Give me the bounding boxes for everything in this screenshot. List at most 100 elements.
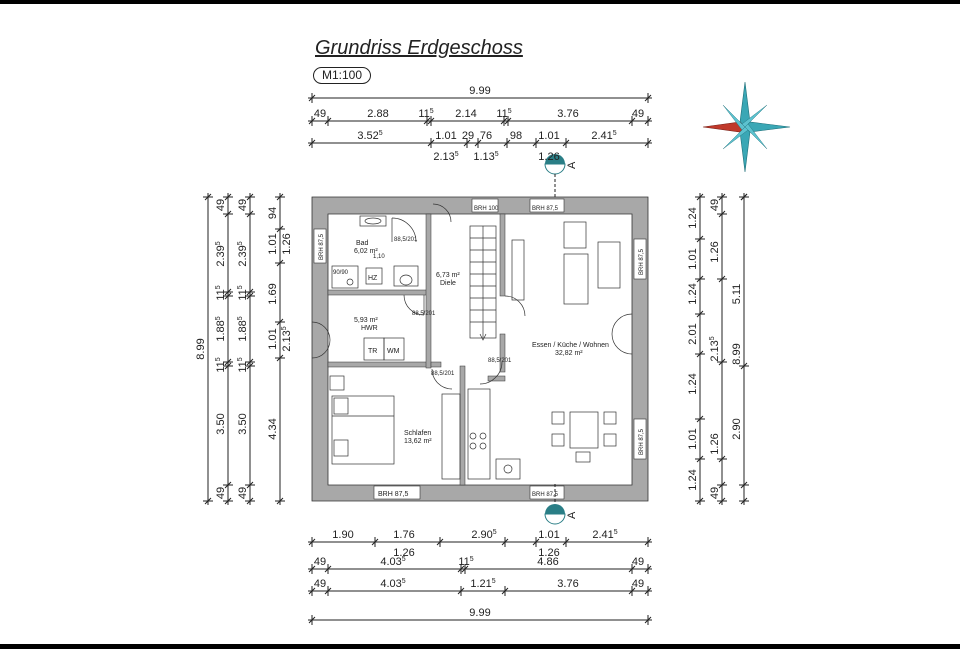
section-marker-bottom: A bbox=[544, 484, 578, 525]
dimension-label: 1.01 bbox=[267, 233, 279, 254]
dryer-label: TR bbox=[368, 348, 377, 355]
inner-walls bbox=[327, 213, 506, 486]
dimension-label: 115 bbox=[496, 108, 511, 120]
outer-wall bbox=[311, 196, 649, 502]
dimension-label: 94 bbox=[267, 207, 279, 219]
dimension-label: 29 bbox=[462, 130, 474, 142]
room-name-hwr: HWR bbox=[361, 325, 378, 332]
dimension-label: 4.34 bbox=[267, 418, 279, 439]
door-label: 88,5/201 bbox=[412, 311, 436, 317]
room-area-diele: 6,73 m² bbox=[436, 272, 460, 279]
dimension-label: 115 bbox=[215, 285, 227, 300]
dimension-label: 1.01 bbox=[538, 529, 559, 541]
section-marker-top: A bbox=[544, 154, 578, 197]
door-label: 88,5/201 bbox=[488, 358, 512, 364]
dimension-label: 2.135 bbox=[709, 336, 721, 361]
dimension-label: 1.01 bbox=[687, 248, 699, 269]
dimension-label: 3.50 bbox=[237, 413, 249, 434]
door-label: 88,5/201 bbox=[431, 371, 455, 377]
dimension-label: 1.90 bbox=[332, 529, 353, 541]
dimension-label: 2.415 bbox=[591, 130, 616, 142]
dimension-label: 49 bbox=[632, 556, 644, 568]
dimension-label: 49 bbox=[215, 487, 227, 499]
shower-label: 90/90 bbox=[333, 270, 349, 276]
dimension-label: 4.035 bbox=[380, 556, 405, 568]
room-area-hwr: 5,93 m² bbox=[354, 317, 378, 324]
room-labels: Bad 6,02 m² 6,73 m² Diele 5,93 m² HWR Es… bbox=[354, 240, 609, 445]
dimension-label: 49 bbox=[237, 199, 249, 211]
room-name-schlafen: Schlafen bbox=[404, 430, 431, 437]
dimension-label: 3.50 bbox=[215, 413, 227, 434]
dimension-label: 1.01 bbox=[435, 130, 456, 142]
dimension-label: 115 bbox=[418, 108, 433, 120]
staircase bbox=[469, 225, 497, 341]
window-label: BRH 87,5 bbox=[639, 248, 645, 275]
dimension-label: 3.76 bbox=[557, 578, 578, 590]
section-label: A bbox=[566, 511, 578, 519]
dimension-label: 1.26 bbox=[281, 233, 293, 254]
dimension-label: 115 bbox=[215, 357, 227, 372]
dimension-label: 1.26 bbox=[393, 547, 414, 559]
dimension-label: 4.86 bbox=[537, 556, 558, 568]
window-label: BRH 87,5 bbox=[532, 492, 559, 498]
dimension-label: 9.99 bbox=[469, 85, 490, 97]
dimension-label: 1.885 bbox=[215, 316, 227, 341]
floor-plan: N BRH 100 BRH 87,5 bbox=[195, 81, 791, 625]
page-title: Grundriss Erdgeschoss bbox=[315, 37, 523, 59]
fixture-labels: HZ TR WM 90/90 bbox=[333, 270, 400, 355]
dimension-label: 2.415 bbox=[592, 529, 617, 541]
dimension-label: 49 bbox=[709, 487, 721, 499]
dimension-label: 49 bbox=[314, 556, 326, 568]
window-label: BRH 100 bbox=[474, 206, 499, 212]
dimension-label: 1.76 bbox=[393, 529, 414, 541]
window-labels: BRH 100 BRH 87,5 BRH 87,5 BRH 87,5 BRH 8… bbox=[319, 206, 645, 498]
dimension-label: 1.26 bbox=[538, 547, 559, 559]
dimension-label: 1.24 bbox=[687, 469, 699, 490]
section-label: A bbox=[566, 161, 578, 169]
dimension-label: 1.01 bbox=[267, 328, 279, 349]
heater-label: HZ bbox=[368, 275, 378, 282]
dimension-label: 1.26 bbox=[709, 241, 721, 262]
dimension-label: 49 bbox=[632, 578, 644, 590]
room-area-bad: 6,02 m² bbox=[354, 248, 378, 255]
dimension-label: 9.99 bbox=[469, 607, 490, 619]
dimension-label: 49 bbox=[314, 578, 326, 590]
door-labels: 88,5/201 88,5/201 88,5/201 88,5/201 1,10 bbox=[373, 237, 512, 377]
washer-label: WM bbox=[387, 348, 400, 355]
dimension-label: 1.24 bbox=[687, 207, 699, 228]
dimension-label: 2.395 bbox=[215, 241, 227, 266]
dimension-label: 1.26 bbox=[709, 433, 721, 454]
room-name-essen: Essen / Küche / Wohnen bbox=[532, 342, 609, 349]
dimension-label: 2.14 bbox=[455, 108, 476, 120]
furniture bbox=[329, 215, 621, 480]
room-name-bad: Bad bbox=[356, 240, 369, 247]
dimension-label: 1.01 bbox=[538, 130, 559, 142]
dimension-label: 8.99 bbox=[731, 343, 743, 364]
svg-text:N: N bbox=[704, 117, 711, 128]
door-label: 88,5/201 bbox=[394, 237, 418, 243]
drawing-sheet: Grundriss Erdgeschoss M1:100 N bbox=[0, 4, 960, 644]
dimension-label: 2.01 bbox=[687, 323, 699, 344]
room-area-schlafen: 13,62 m² bbox=[404, 438, 432, 445]
door-label: 1,10 bbox=[373, 254, 385, 260]
window-label: BRH 87,5 bbox=[532, 206, 559, 212]
dimension-label: 1.26 bbox=[538, 151, 559, 163]
dimension-label: 4.035 bbox=[380, 578, 405, 590]
dimension-label: 2.905 bbox=[471, 529, 496, 541]
dimension-label: 1.215 bbox=[470, 578, 495, 590]
window-label: BRH 87,5 bbox=[319, 233, 325, 260]
dimension-label: 2.135 bbox=[281, 326, 293, 351]
room-area-essen: 32,82 m² bbox=[555, 350, 583, 357]
dimension-label: 3.76 bbox=[557, 108, 578, 120]
dimension-label: 49 bbox=[215, 199, 227, 211]
room-name-diele: Diele bbox=[440, 280, 456, 287]
dimension-label: 1.135 bbox=[473, 151, 498, 163]
dimension-label: 2.90 bbox=[731, 418, 743, 439]
dimension-label: 49 bbox=[709, 199, 721, 211]
dimension-label: 49 bbox=[314, 108, 326, 120]
compass-rose-icon: N bbox=[702, 81, 791, 173]
window-label: BRH 87,5 bbox=[378, 491, 408, 498]
window-label: BRH 87,5 bbox=[639, 428, 645, 455]
dimension-label: 2.88 bbox=[367, 108, 388, 120]
